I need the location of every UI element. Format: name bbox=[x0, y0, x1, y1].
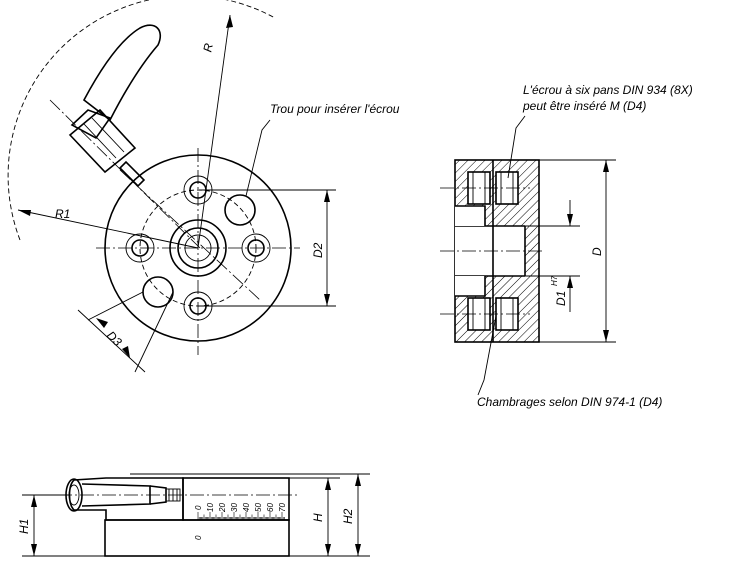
label-r1: R1 bbox=[55, 207, 70, 221]
scale-number-70: 70 bbox=[278, 503, 287, 512]
label-d: D bbox=[590, 247, 604, 256]
label-d1: D1 bbox=[554, 291, 568, 306]
bolt-hole-right bbox=[241, 233, 271, 263]
counterbore-note: Chambrages selon DIN 974-1 (D4) bbox=[477, 395, 662, 409]
scale-number-10: 10 bbox=[206, 503, 215, 512]
label-r: R bbox=[200, 42, 216, 54]
label-h: H bbox=[311, 513, 325, 522]
hole-note: Trou pour insérer l'écrou bbox=[270, 102, 400, 116]
label-d3: D3 bbox=[104, 328, 125, 349]
top-view: R R1 Trou pour insérer l'écrou D2 D3 bbox=[7, 0, 400, 373]
scale-zero-lower: 0 bbox=[194, 535, 203, 540]
label-h7: H7 bbox=[550, 275, 559, 286]
scale-number-40: 40 bbox=[242, 503, 251, 512]
bolt-hole-left bbox=[125, 233, 155, 263]
side-view: 0 10 20 30 40 50 60 70 0 H1 H H2 bbox=[17, 473, 370, 557]
label-h2: H2 bbox=[341, 508, 355, 524]
scale-ring bbox=[182, 477, 290, 521]
scale-ticks bbox=[197, 512, 285, 520]
nut-note-line-2: peut être inséré M (D4) bbox=[522, 99, 646, 113]
swing-arc bbox=[7, 0, 276, 241]
section-view: D1 H7 D L'écrou à six pans DIN 934 (8X) … bbox=[440, 83, 693, 409]
base-disc bbox=[104, 154, 292, 342]
scale-number-0: 0 bbox=[194, 505, 203, 510]
nut-insert-hole-1 bbox=[224, 194, 256, 226]
label-h1: H1 bbox=[17, 519, 31, 534]
scale-number-30: 30 bbox=[230, 503, 239, 512]
side-lever bbox=[68, 477, 184, 521]
label-d2: D2 bbox=[311, 242, 325, 258]
scale-number-50: 50 bbox=[254, 503, 263, 512]
scale-number-60: 60 bbox=[266, 503, 275, 512]
hub bbox=[169, 219, 227, 277]
nut-note-line-1: L'écrou à six pans DIN 934 (8X) bbox=[523, 83, 693, 97]
scale-number-20: 20 bbox=[218, 503, 227, 513]
clamping-lever bbox=[49, 24, 201, 249]
